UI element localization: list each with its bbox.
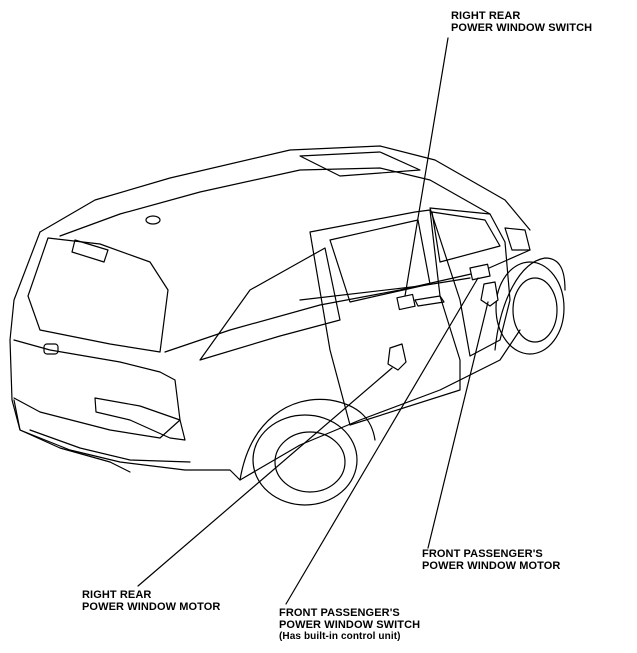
right-rear-motor bbox=[387, 343, 407, 371]
rear-emblem bbox=[43, 343, 59, 355]
sliding-door-track bbox=[299, 277, 471, 301]
leader-right-rear-switch bbox=[404, 37, 449, 297]
side-rocker bbox=[239, 329, 521, 481]
rear-wheel-hub bbox=[274, 431, 346, 493]
door-handle bbox=[414, 295, 445, 307]
right-rear-switch bbox=[396, 293, 416, 311]
roof-antenna bbox=[145, 215, 161, 225]
label-line: FRONT PASSENGER'S bbox=[422, 548, 543, 560]
label-line: POWER WINDOW MOTOR bbox=[82, 601, 221, 613]
sunroof bbox=[299, 151, 421, 177]
label-line: RIGHT REAR bbox=[82, 589, 152, 601]
label-line: POWER WINDOW SWITCH bbox=[279, 619, 421, 631]
label-right-rear-switch: RIGHT REAR POWER WINDOW SWITCH bbox=[451, 10, 592, 34]
front-wheel-arch bbox=[494, 257, 566, 351]
rear-quarter-window bbox=[199, 247, 341, 361]
leader-front-passenger-motor bbox=[427, 301, 489, 549]
rear-wheel bbox=[252, 414, 358, 506]
front-passenger-switch bbox=[469, 263, 491, 281]
label-line: POWER WINDOW MOTOR bbox=[422, 560, 561, 572]
roof-outline bbox=[39, 145, 531, 233]
label-line: RIGHT REAR bbox=[451, 10, 521, 22]
label-front-passenger-motor: FRONT PASSENGER'S POWER WINDOW MOTOR bbox=[422, 548, 560, 572]
front-door-outline bbox=[429, 207, 511, 357]
sliding-door-outline bbox=[309, 209, 461, 426]
rear-wheel-arch bbox=[239, 398, 376, 481]
side-mirror bbox=[504, 227, 531, 251]
front-wheel-hub bbox=[512, 277, 558, 343]
label-line: FRONT PASSENGER'S bbox=[279, 607, 400, 619]
rear-spoiler bbox=[71, 239, 109, 263]
label-note: (Has built-in control unit) bbox=[279, 631, 401, 642]
tailgate-panel bbox=[13, 339, 181, 439]
front-wheel bbox=[495, 261, 565, 355]
label-line: POWER WINDOW SWITCH bbox=[451, 22, 593, 34]
rear-bumper-lower bbox=[29, 429, 191, 463]
label-right-rear-motor: RIGHT REAR POWER WINDOW MOTOR bbox=[82, 589, 220, 613]
roof-inner-edge bbox=[59, 167, 491, 237]
side-beltline bbox=[164, 249, 531, 353]
front-passenger-motor bbox=[480, 281, 499, 307]
front-door-window bbox=[431, 211, 501, 263]
tail-light bbox=[94, 397, 186, 441]
tailgate-outline bbox=[9, 231, 131, 473]
label-front-passenger-switch: FRONT PASSENGER'S POWER WINDOW SWITCH (H… bbox=[279, 607, 420, 643]
rear-bumper bbox=[13, 399, 241, 481]
sliding-door-window bbox=[329, 219, 431, 303]
leader-front-passenger-switch bbox=[285, 277, 479, 605]
rear-window bbox=[27, 237, 169, 353]
leader-right-rear-motor bbox=[137, 367, 393, 587]
